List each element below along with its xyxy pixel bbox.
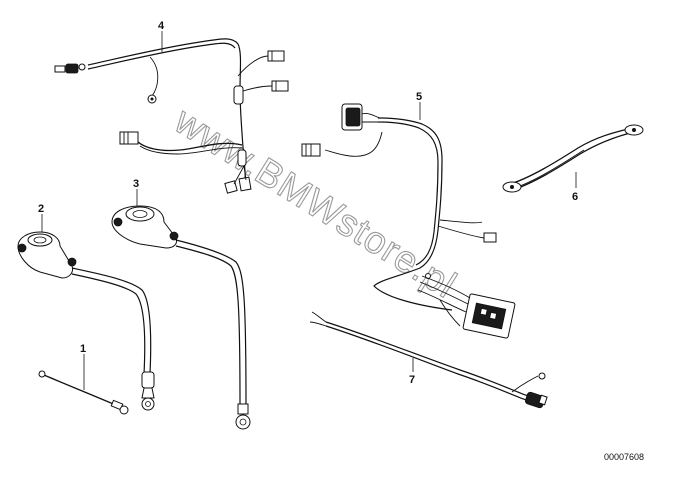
- part-7-cable[interactable]: [309, 311, 548, 409]
- part-4-wiring-harness[interactable]: [54, 38, 289, 194]
- part-label-7: 7: [409, 374, 415, 386]
- part-6-ground-strap[interactable]: [502, 124, 644, 193]
- part-3-battery-cable[interactable]: [111, 205, 251, 430]
- part-5-wiring-harness[interactable]: [301, 103, 516, 339]
- watermark: www.BMWstore.pl: [166, 99, 464, 308]
- diagram-code: 00007608: [604, 452, 644, 462]
- part-label-6: 6: [572, 191, 578, 203]
- watermark-text: www.BMWstore.pl: [166, 99, 463, 306]
- part-label-5: 5: [416, 91, 422, 103]
- part-label-2: 2: [38, 203, 44, 215]
- part-label-4: 4: [158, 20, 165, 32]
- part-1-ground-lead[interactable]: [38, 370, 129, 415]
- part-label-3: 3: [133, 178, 139, 190]
- part-label-1: 1: [80, 343, 86, 355]
- part-2-battery-cable[interactable]: [17, 231, 155, 411]
